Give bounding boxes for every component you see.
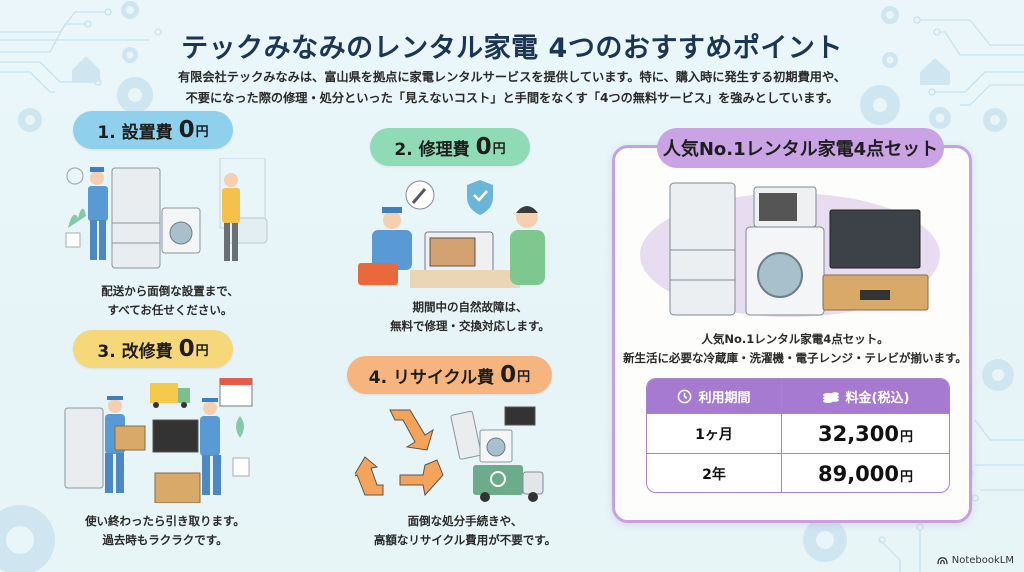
point-unit: 円 (195, 124, 209, 140)
description-line: 無料で修理・交換対応します。 (390, 319, 550, 333)
point-label: 3. 改修費 (97, 341, 173, 362)
rental-set-description: 人気No.1レンタル家電4点セット。 新生活に必要な冷蔵庫・洗濯機・電子レンジ・… (612, 330, 978, 368)
price-value: 89,000 (817, 461, 900, 486)
point-label: 2. 修理費 (394, 139, 470, 160)
price-table-header: 利用期間 料金(税込) (647, 379, 949, 413)
coins-icon (822, 391, 839, 403)
point-4-description: 面倒な処分手続きや、 高額なリサイクル費用が不要です。 (340, 512, 590, 550)
point-3-badge: 3. 改修費 0 円 (73, 330, 233, 368)
subtitle-line: 不要になった際の修理・処分といった「見えないコスト」と手間をなくす「4つの無料サ… (185, 91, 839, 105)
header-label: 利用期間 (698, 390, 751, 406)
recycle-truck-icon (355, 406, 544, 502)
point-2-badge: 2. 修理費 0 円 (370, 128, 530, 166)
installer-delivering-fridge-and-washer-icon (65, 158, 268, 269)
point-label: 1. 設置費 (97, 122, 173, 143)
movers-collecting-appliances-icon (64, 378, 253, 503)
appliance-set-illustration (640, 182, 940, 317)
technician-repairing-microwave-icon (358, 180, 545, 288)
page-subtitle: 有限会社テックみなみは、富山県を拠点に家電レンタルサービスを提供しています。特に… (0, 67, 1024, 109)
header-price: 料金(税込) (782, 379, 949, 413)
point-4-badge: 4. リサイクル費 0 円 (347, 356, 552, 394)
rental-set-title: 人気No.1レンタル家電4点セット (657, 128, 944, 168)
description-line: 新生活に必要な冷蔵庫・洗濯機・電子レンジ・テレビが揃います。 (623, 351, 967, 365)
description-line: 使い終わったら引き取ります。 (85, 514, 245, 528)
brand-label: NotebookLM (951, 555, 1014, 566)
period-cell: 1ヶ月 (647, 414, 782, 453)
clock-icon (678, 389, 692, 403)
description-line: 面倒な処分手続きや、 (407, 514, 523, 528)
point-amount: 0 (475, 134, 492, 160)
header-period: 利用期間 (647, 379, 782, 413)
page-title: テックみなみのレンタル家電 4つのおすすめポイント (181, 33, 843, 64)
price-value: 32,300 (817, 421, 900, 446)
point-unit: 円 (492, 141, 506, 157)
point-label: 4. リサイクル費 (368, 367, 495, 388)
point-1-description: 配送から面倒な設置まで、 すべてお任せください。 (60, 282, 280, 320)
subtitle-line: 有限会社テックみなみは、富山県を拠点に家電レンタルサービスを提供しています。特に… (178, 70, 846, 84)
point-2-description: 期間中の自然故障は、 無料で修理・交換対応します。 (345, 298, 595, 336)
point-amount: 0 (178, 336, 195, 362)
notebooklm-watermark: NotebookLM (937, 555, 1014, 566)
notebooklm-logo-icon (937, 557, 948, 565)
period-cell: 2年 (647, 454, 782, 492)
point-unit: 円 (517, 369, 531, 385)
point-amount: 0 (178, 117, 195, 143)
price-unit: 円 (900, 430, 914, 445)
price-unit: 円 (900, 470, 914, 485)
point-amount: 0 (500, 362, 517, 388)
description-line: 過去時もラクラクです。 (102, 533, 228, 547)
description-line: 期間中の自然故障は、 (412, 300, 528, 314)
point-3-description: 使い終わったら引き取ります。 過去時もラクラクです。 (50, 512, 280, 550)
point-1-badge: 1. 設置費 0 円 (73, 111, 233, 149)
description-line: 配送から面倒な設置まで、 (101, 284, 239, 298)
description-line: 高額なリサイクル費用が不要です。 (373, 533, 557, 547)
header-label: 料金(税込) (845, 390, 910, 406)
point-unit: 円 (195, 343, 209, 359)
description-line: すべてお任せください。 (107, 303, 233, 317)
description-line: 人気No.1レンタル家電4点セット。 (701, 332, 889, 346)
